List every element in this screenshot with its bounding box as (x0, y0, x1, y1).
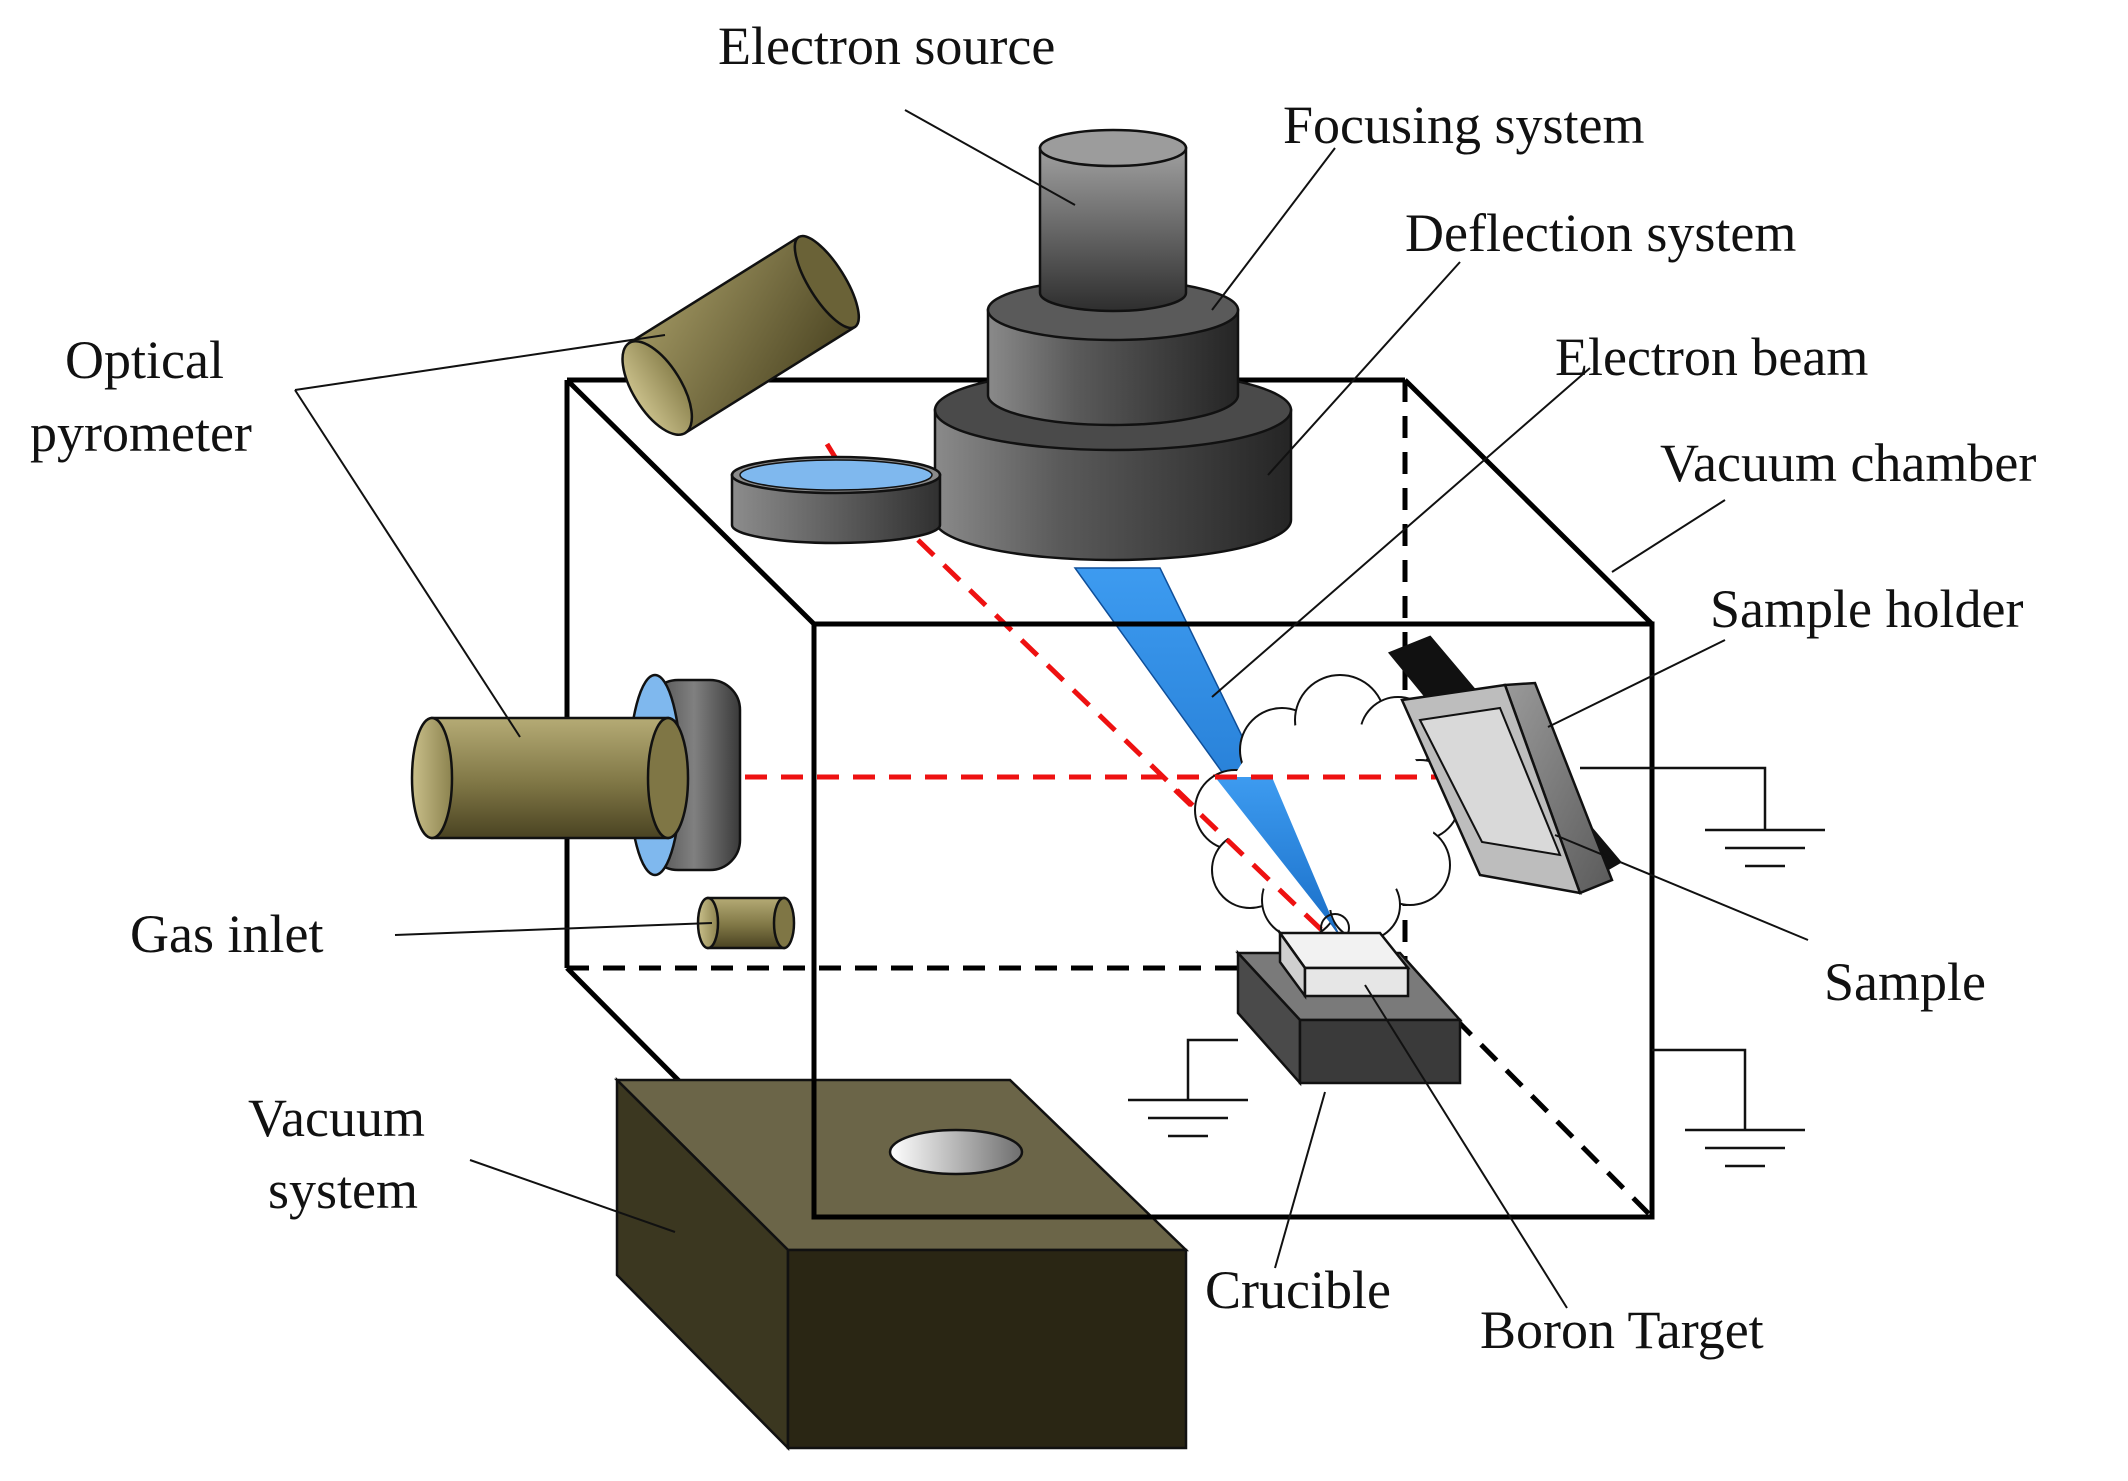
ground-crucible (1128, 1038, 1248, 1138)
label-sample-holder: Sample holder (1710, 579, 2023, 639)
optical-pyrometer-top (621, 234, 861, 436)
label-focusing-system: Focusing system (1283, 95, 1645, 155)
chamber-front-face (811, 621, 1655, 1220)
chamber-edge (1403, 378, 1654, 626)
ground-chamber (1652, 1048, 1805, 1168)
label-optical-pyrometer-line1: Optical (65, 330, 224, 390)
viewport-glass (739, 459, 933, 491)
vacuum-system-block (613, 1076, 1190, 1452)
chamber-hidden-edge (1403, 966, 1654, 1219)
label-boron-target: Boron Target (1480, 1300, 1764, 1360)
electron-gun (933, 128, 1293, 562)
label-vacuum-system-line1: Vacuum (248, 1088, 425, 1148)
label-vacuum-system-line2: system (268, 1160, 418, 1220)
top-viewport (730, 455, 942, 545)
electron-source (1038, 128, 1188, 313)
label-electron-source: Electron source (718, 16, 1055, 76)
label-optical-pyrometer-line2: pyrometer (30, 403, 252, 463)
label-electron-beam: Electron beam (1555, 327, 1868, 387)
label-deflection-system: Deflection system (1405, 203, 1796, 263)
pump-port-opening (888, 1128, 1024, 1176)
label-crucible: Crucible (1205, 1260, 1391, 1320)
electron-beam-lower (1215, 777, 1338, 933)
chamber-edge (565, 378, 816, 626)
leader-lines (294, 109, 1809, 1309)
label-vacuum-chamber: Vacuum chamber (1660, 433, 2036, 493)
gas-inlet (696, 896, 796, 950)
optical-pyrometer-side (410, 716, 690, 840)
ground-sample-holder (1580, 766, 1825, 868)
label-gas-inlet: Gas inlet (130, 904, 323, 964)
boron-target (1277, 929, 1411, 1000)
label-sample: Sample (1824, 952, 1986, 1012)
sample (1418, 706, 1562, 857)
vapor-cloud-fill (1225, 720, 1435, 910)
